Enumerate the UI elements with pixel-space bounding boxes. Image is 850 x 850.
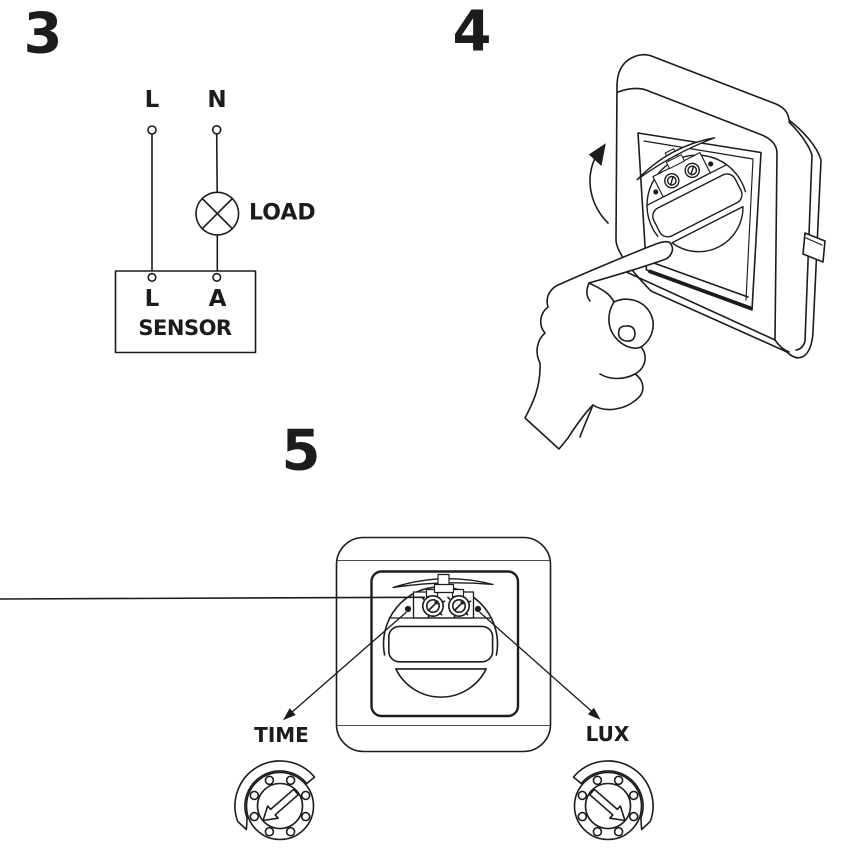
rotate-ccw-arrow-icon	[234, 760, 316, 831]
live-label: L	[144, 87, 160, 113]
opening-recess-line	[643, 140, 754, 301]
opening-ledge	[650, 261, 749, 298]
sensor-switched-terminal-label: A	[208, 285, 227, 312]
thumb-line	[608, 301, 642, 349]
sensor-front-view	[0, 536, 601, 753]
neutral-wire-upper	[215, 133, 218, 194]
step3-number: 3	[23, 1, 63, 67]
lux-label: LUX	[585, 721, 630, 746]
faceplate-3d-illustration	[524, 53, 826, 450]
dome-band-front	[387, 625, 494, 663]
finger-fold	[599, 373, 636, 380]
dome-tab-front	[437, 573, 450, 586]
dial-screw-holes	[577, 775, 639, 837]
thumbnail	[617, 325, 636, 342]
dome-band	[652, 173, 743, 238]
dial-screw-holes	[249, 775, 311, 837]
pot-knobs-small	[664, 162, 700, 189]
sensor-box-label: SENSOR	[138, 315, 232, 340]
sensor-head-rotated	[636, 137, 747, 253]
rotate-cw-arrow-icon	[572, 760, 654, 831]
step5-number: 5	[281, 418, 321, 484]
web-crease	[586, 282, 591, 302]
wrist-line	[579, 404, 594, 438]
pointing-hand	[524, 240, 674, 450]
time-dial-icon	[234, 760, 316, 841]
dome-wing	[636, 137, 716, 181]
dome-tab-base	[665, 154, 685, 170]
side-clip-line	[805, 237, 823, 246]
lux-callout-arrow	[479, 611, 601, 720]
lux-dial-icon	[572, 760, 654, 841]
lux-pot-dot	[708, 161, 714, 167]
wiring-diagram	[114, 125, 257, 354]
sensor-box	[114, 270, 257, 354]
lux-pot-knob	[447, 588, 472, 619]
time-pot-dot	[653, 189, 659, 195]
time-label: TIME	[254, 722, 309, 747]
faceplate-top-bevel	[617, 87, 778, 153]
dome-tab-base-front	[433, 583, 455, 594]
dial-pointer-arrow	[262, 788, 300, 822]
opening-shadow-edge	[648, 269, 752, 310]
load-lamp-icon	[195, 191, 240, 236]
dome-wing-front	[392, 577, 494, 589]
dome-bowl-front	[395, 668, 487, 698]
dome-bowl	[671, 205, 744, 253]
faceplate-side-clip	[802, 232, 826, 263]
dome-chord	[646, 164, 728, 206]
terminal-circle-sensor-l	[147, 272, 157, 283]
terminal-circle-neutral-top	[211, 125, 222, 135]
time-pot-marker-dot	[404, 605, 412, 613]
time-callout-arrow	[283, 611, 407, 721]
faceplate-front-bottom-edge	[621, 269, 776, 341]
neutral-label: N	[207, 87, 227, 113]
terminal-circle-sensor-a	[212, 272, 222, 283]
time-pot-knob	[0, 588, 446, 619]
rotation-arrow-icon	[588, 143, 609, 224]
step4-number: 4	[452, 0, 492, 65]
terminal-circle-live-top	[147, 125, 157, 135]
load-label: LOAD	[249, 200, 316, 225]
dial-pointer-arrow	[588, 788, 626, 822]
sensor-live-terminal-label: L	[144, 285, 160, 312]
lux-pot-marker-dot	[474, 605, 482, 613]
